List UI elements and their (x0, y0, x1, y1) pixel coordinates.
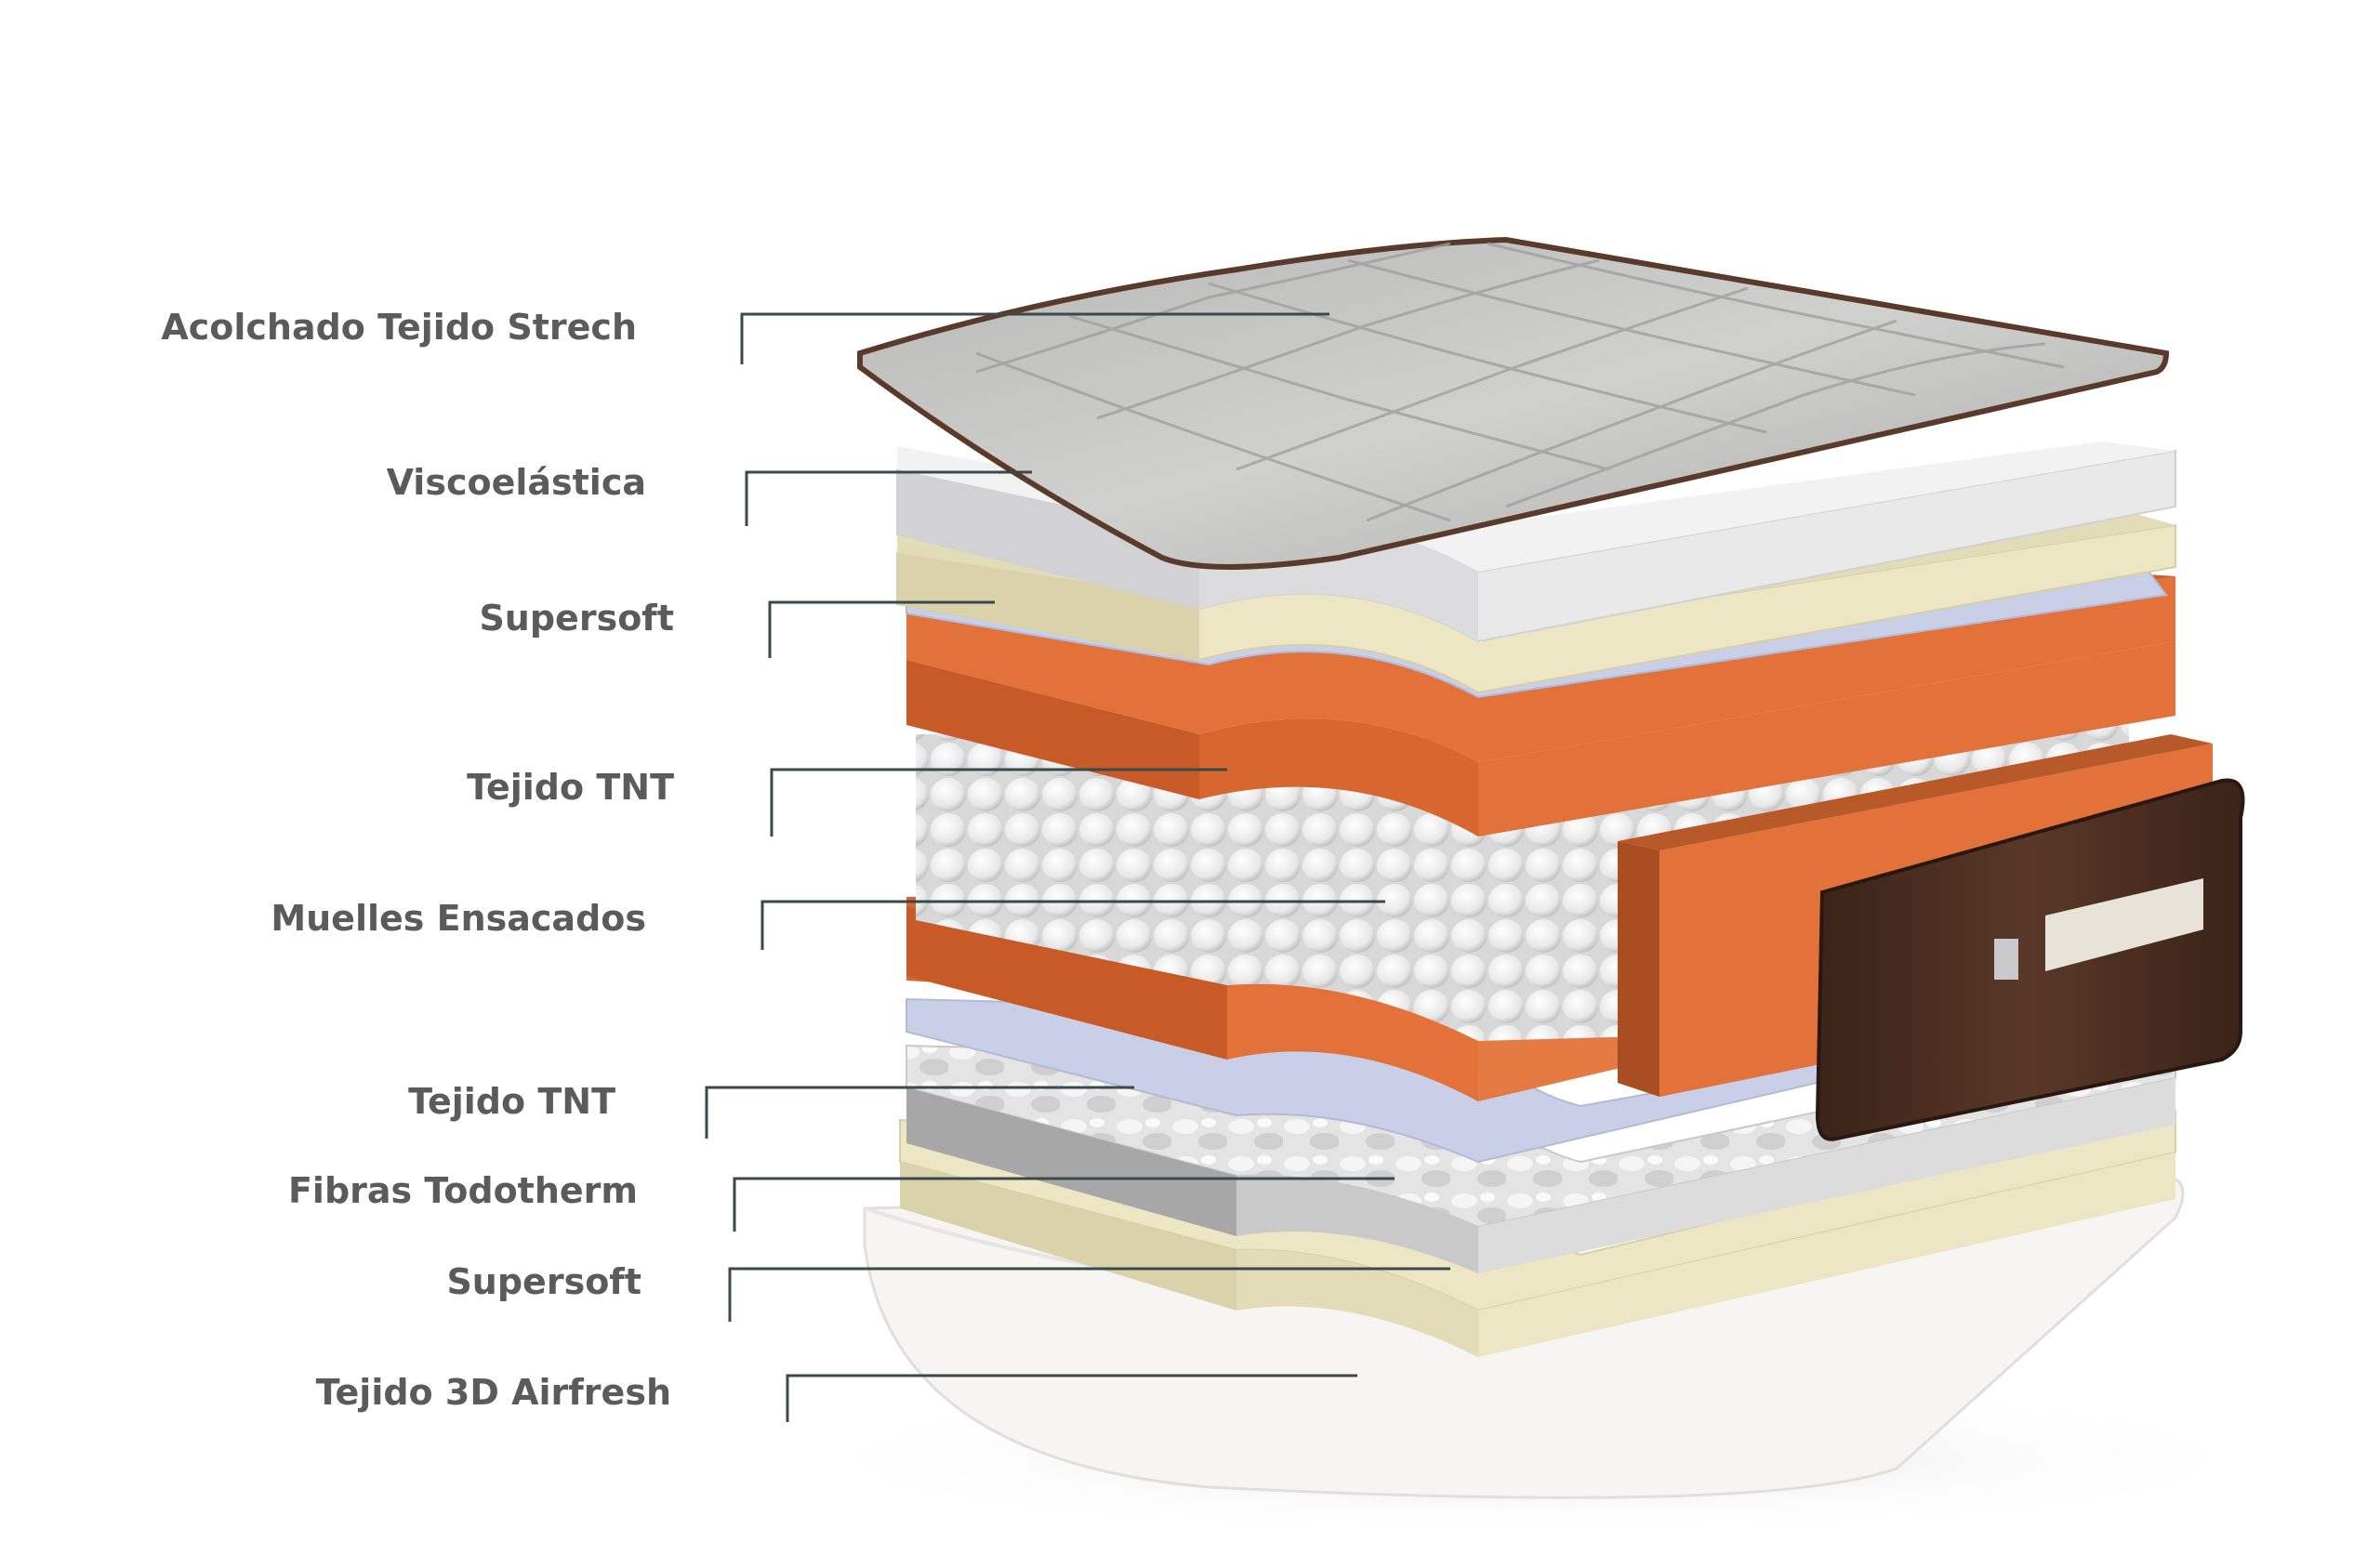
side-panel (1815, 778, 2245, 1141)
label-tnt-bottom: Tejido TNT (408, 1081, 615, 1122)
label-muelles: Muelles Ensacados (271, 898, 646, 939)
leader-line-4 (760, 900, 1385, 950)
leader-line-2 (768, 600, 995, 658)
layer-foam-top (906, 576, 2175, 762)
side-panel-label (2045, 878, 2203, 971)
label-supersoft-top: Supersoft (479, 598, 674, 639)
leader-line-3 (770, 768, 1227, 837)
label-viscoelastica: Viscoelástica (386, 462, 646, 503)
leader-line-0 (740, 312, 1329, 364)
quilt-stitching (975, 242, 2065, 522)
label-airfresh: Tejido 3D Airfresh (315, 1372, 671, 1413)
label-supersoft-bottom: Supersoft (446, 1261, 641, 1302)
leader-line-7 (728, 1267, 1450, 1322)
leader-line-6 (733, 1177, 1395, 1232)
leader-line-5 (705, 1086, 1134, 1139)
leader-lines (705, 312, 1450, 1422)
label-acolchado: Acolchado Tejido Strech (161, 307, 637, 348)
leader-line-8 (786, 1374, 1357, 1422)
label-fibras: Fibras Todotherm (287, 1170, 638, 1211)
leader-line-1 (745, 470, 1032, 526)
side-panel-logo (1994, 939, 2018, 980)
label-tnt-top: Tejido TNT (467, 767, 674, 808)
